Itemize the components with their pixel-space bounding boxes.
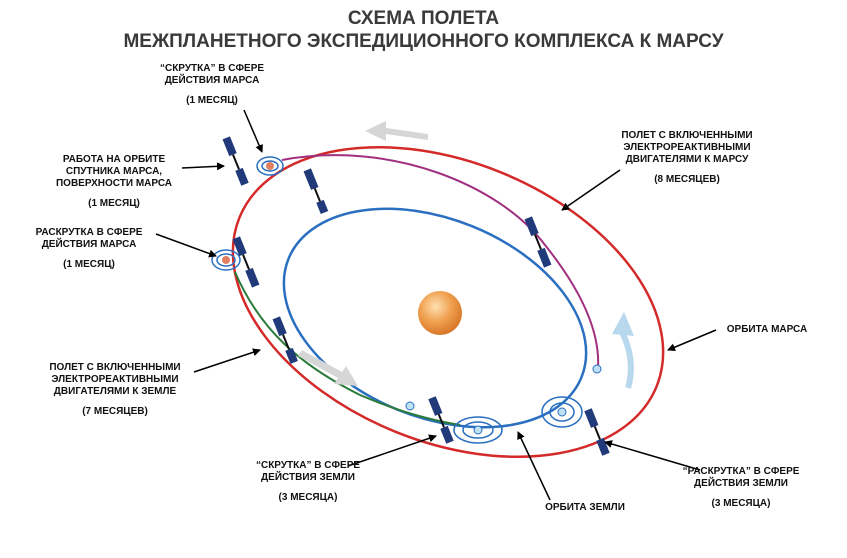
mars-arrival-dot xyxy=(592,364,602,374)
label-earth-orbit-line1: ОРБИТА ЗЕМЛИ xyxy=(545,502,625,513)
spacecraft-icon-7 xyxy=(584,408,610,456)
label-flight-to-earth-duration: (7 МЕСЯЦЕВ) xyxy=(82,406,148,417)
leader-mars-orbit-work xyxy=(181,162,225,171)
label-earth-twist-duration: (3 МЕСЯЦА) xyxy=(278,492,338,503)
label-mars-orbit-work-line3: ПОВЕРХНОСТИ МАРСА xyxy=(55,178,173,189)
label-mars-orbit: ОРБИТА МАРСА xyxy=(712,324,822,336)
label-mars-orbit-work-line1: РАБОТА НА ОРБИТЕ xyxy=(62,154,166,165)
blue-direction-arrow xyxy=(619,330,634,389)
spacecraft-icon-2 xyxy=(303,168,329,215)
spacecraft-icon-6 xyxy=(524,216,552,268)
label-earth-untwist-line1: “РАСКРУТКА” В СФЕРЕ xyxy=(682,466,800,477)
label-mars-orbit-work-duration: (1 МЕСЯЦ) xyxy=(88,198,140,209)
leader-flight-to-earth xyxy=(193,348,261,373)
grey-direction-arrow-top xyxy=(365,121,428,141)
label-flight-to-earth: ПОЛЕТ С ВКЛЮЧЕННЫМИ ЭЛЕКТРОРЕАКТИВНЫМИ Д… xyxy=(40,362,190,418)
label-flight-to-mars: ПОЛЕТ С ВКЛЮЧЕННЫМИ ЭЛЕКТРОРЕАКТИВНЫМИ Д… xyxy=(612,130,762,186)
leader-earth-orbit xyxy=(517,431,551,501)
label-mars-untwist-line2: ДЕЙСТВИЯ МАРСА xyxy=(41,239,137,250)
grey-direction-arrow-bottom xyxy=(298,350,358,386)
label-mars-twist-duration: (1 МЕСЯЦ) xyxy=(186,95,238,106)
label-mars-twist-line2: ДЕЙСТВИЯ МАРСА xyxy=(164,75,260,86)
label-flight-to-mars-duration: (8 МЕСЯЦЕВ) xyxy=(654,174,720,185)
label-earth-untwist: “РАСКРУТКА” В СФЕРЕ ДЕЙСТВИЯ ЗЕМЛИ (3 МЕ… xyxy=(666,466,816,510)
label-flight-to-earth-line3: ДВИГАТЕЛЯМИ К ЗЕМЛЕ xyxy=(53,386,177,397)
label-flight-to-mars-line1: ПОЛЕТ С ВКЛЮЧЕННЫМИ xyxy=(621,130,753,141)
leader-flight-to-mars xyxy=(561,169,621,211)
label-mars-orbit-work: РАБОТА НА ОРБИТЕ СПУТНИКА МАРСА, ПОВЕРХН… xyxy=(44,154,184,210)
diagram-title-line1: СХЕМА ПОЛЕТА xyxy=(347,8,500,29)
leader-mars-twist xyxy=(243,109,263,153)
mars-orbit xyxy=(231,145,665,459)
label-earth-untwist-duration: (3 МЕСЯЦА) xyxy=(711,498,771,509)
label-earth-twist: “СКРУТКА” В СФЕРЕ ДЕЙСТВИЯ ЗЕМЛИ (3 МЕСЯ… xyxy=(238,460,378,504)
label-flight-to-mars-line2: ЭЛЕКТРОРЕАКТИВНЫМИ xyxy=(623,142,751,153)
label-mars-untwist-duration: (1 МЕСЯЦ) xyxy=(63,259,115,270)
label-mars-untwist-line1: РАСКРУТКА В СФЕРЕ xyxy=(35,227,143,238)
label-earth-twist-line1: “СКРУТКА” В СФЕРЕ xyxy=(255,460,361,471)
path-to-mars xyxy=(281,154,600,369)
label-mars-orbit-line1: ОРБИТА МАРСА xyxy=(726,324,808,335)
spacecraft-icon-5 xyxy=(428,396,454,444)
label-mars-twist-line1: “СКРУТКА” В СФЕРЕ xyxy=(159,63,265,74)
blue-direction-arrowhead xyxy=(612,312,634,336)
label-mars-untwist: РАСКРУТКА В СФЕРЕ ДЕЙСТВИЯ МАРСА (1 МЕСЯ… xyxy=(24,227,154,271)
leader-earth-untwist xyxy=(604,440,701,471)
label-earth-twist-line2: ДЕЙСТВИЯ ЗЕМЛИ xyxy=(261,472,355,483)
label-earth-orbit: ОРБИТА ЗЕМЛИ xyxy=(530,502,640,514)
leader-earth-twist xyxy=(347,434,437,467)
path-to-earth xyxy=(234,271,461,426)
leader-mars-untwist xyxy=(155,233,217,258)
spacecraft-icon-3 xyxy=(232,236,260,288)
leader-mars-orbit xyxy=(667,329,717,351)
sun xyxy=(418,291,462,335)
spacecraft-icon-4 xyxy=(272,316,298,364)
label-earth-untwist-line2: ДЕЙСТВИЯ ЗЕМЛИ xyxy=(694,478,788,489)
spacecraft-icon-1 xyxy=(222,136,249,186)
label-flight-to-earth-line2: ЭЛЕКТРОРЕАКТИВНЫМИ xyxy=(51,374,179,385)
earth-sphere-bottom xyxy=(453,416,503,444)
label-flight-to-earth-line1: ПОЛЕТ С ВКЛЮЧЕННЫМИ xyxy=(49,362,181,373)
earth-sphere-right xyxy=(541,396,583,428)
earth-position-dot xyxy=(405,401,415,411)
diagram-title-line2: МЕЖПЛАНЕТНОГО ЭКСПЕДИЦИОННОГО КОМПЛЕКСА … xyxy=(123,31,724,52)
mars-sphere-top xyxy=(256,156,284,176)
label-mars-orbit-work-line2: СПУТНИКА МАРСА, xyxy=(65,166,163,177)
label-flight-to-mars-line3: ДВИГАТЕЛЯМИ К МАРСУ xyxy=(625,154,749,165)
label-mars-twist: “СКРУТКА” В СФЕРЕ ДЕЙСТВИЯ МАРСА (1 МЕСЯ… xyxy=(147,63,277,107)
mars-sphere-left xyxy=(211,249,241,271)
